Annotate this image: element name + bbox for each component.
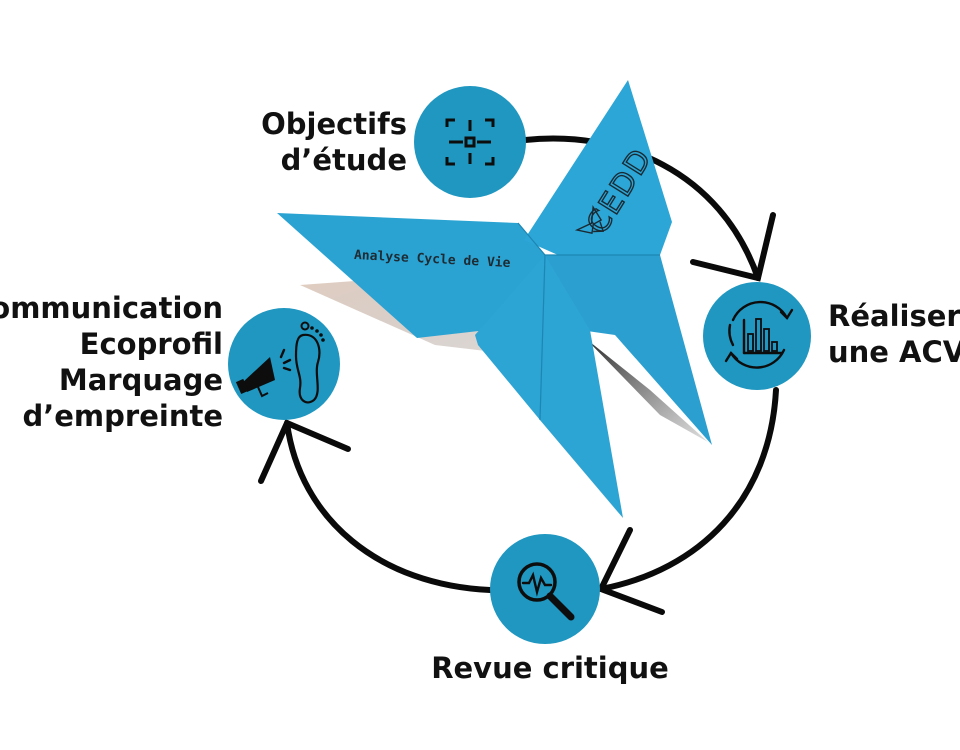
fold-line — [539, 254, 546, 421]
arrowhead-revue — [596, 527, 665, 615]
megaphone-footprint-icon — [235, 321, 325, 404]
arrowhead-communication — [258, 419, 351, 484]
label-line: une ACV — [828, 335, 960, 369]
origami-butterfly: CEDD Analyse Cycle de Vie — [277, 80, 712, 518]
label-line: Revue critique — [431, 651, 669, 685]
step-communication — [228, 308, 340, 420]
label-line: Ecoprofil — [79, 327, 223, 361]
label-line: Marquage — [58, 363, 223, 397]
cycle-arrows — [258, 135, 779, 615]
label-communication: Communication Ecoprofil Marquage d’empre… — [0, 290, 223, 434]
right-upper-wing — [524, 80, 672, 255]
left-upper-wing — [277, 213, 545, 338]
magnifier-pulse-icon — [517, 562, 575, 621]
fold-line — [517, 222, 546, 256]
label-line: Réaliser — [828, 299, 960, 333]
label-line: d’empreinte — [22, 399, 223, 433]
cedd-logo-icon — [574, 204, 605, 234]
label-line: Communication — [0, 291, 223, 325]
step-circle-realiser — [703, 282, 811, 390]
left-lower-wing — [475, 255, 623, 518]
step-objectifs — [414, 86, 526, 198]
butterfly-shadow-lower — [585, 338, 708, 442]
label-line: d’étude — [280, 143, 407, 177]
right-lower-wing — [545, 255, 712, 445]
label-revue: Revue critique — [430, 650, 670, 686]
label-objectifs: Objectifs d’étude — [261, 106, 407, 178]
arrow-realiser-to-revue — [598, 387, 779, 592]
arrowhead-realiser — [690, 212, 776, 282]
step-circle-revue — [490, 534, 600, 644]
arrow-revue-to-communication — [284, 420, 493, 593]
target-crosshair-icon — [445, 118, 495, 166]
arrow-objectifs-to-realiser — [522, 135, 761, 281]
step-circle-objectifs — [414, 86, 526, 198]
step-realiser — [703, 282, 811, 390]
label-realiser: Réaliser une ACV — [828, 298, 960, 370]
cycle-chart-icon — [724, 300, 794, 369]
label-line: Objectifs — [261, 107, 407, 141]
step-revue — [490, 534, 600, 644]
